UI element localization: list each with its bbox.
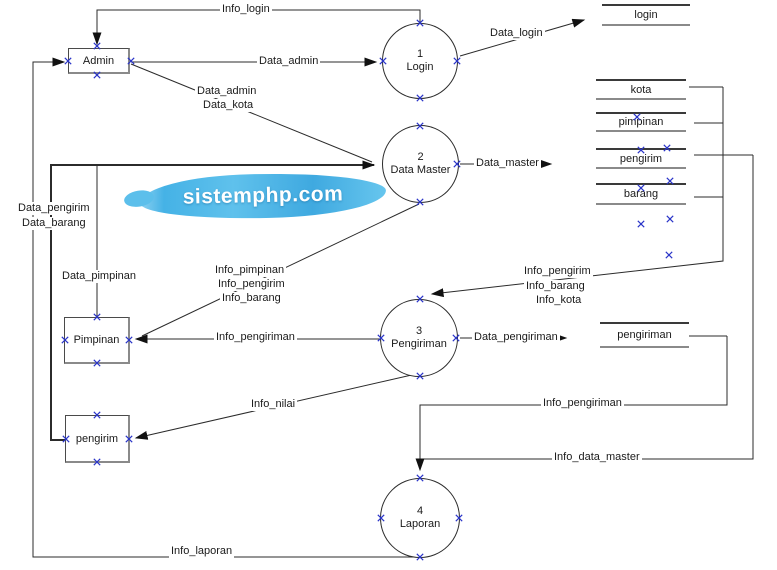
datastore-barang-label: barang (623, 188, 659, 200)
flow-label-info-pengirim-left: Info_pengirim (216, 278, 287, 291)
flow-label-info-laporan: Info_laporan (169, 545, 235, 558)
datastore-pimpinan-label: pimpinan (618, 116, 664, 128)
flow-label-info-barang-right: Info_barang (524, 280, 587, 293)
entity-pengirim[interactable]: pengirim (65, 415, 130, 463)
flow-label-data-login: Data_login (488, 27, 545, 40)
flow-label-info-barang-left: Info_barang (220, 292, 283, 305)
flow-label-info-nilai: Info_nilai (249, 398, 298, 411)
flow-info-data-master-line (421, 155, 754, 460)
process-1-login[interactable]: 1 Login (382, 23, 458, 99)
datastore-pimpinan[interactable]: pimpinan (596, 112, 686, 132)
process-3-number: 3 (415, 325, 423, 337)
flow-label-info-pengiriman-2: Info_pengiriman (541, 397, 624, 410)
watermark-text: sistemphp.com (182, 182, 344, 209)
entity-pimpinan[interactable]: Pimpinan (64, 317, 130, 364)
flow-info-laporan-line (32, 57, 420, 558)
datastore-kota[interactable]: kota (596, 79, 686, 100)
flow-label-data-pimpinan: Data_pimpinan (60, 270, 138, 283)
process-2-data-master[interactable]: 2 Data Master (382, 125, 459, 203)
flow-label-data-kota: Data_kota (201, 99, 256, 112)
process-4-number: 4 (416, 505, 424, 517)
flow-label-data-master: Data_master (474, 157, 541, 170)
flow-label-info-pengirim-right: Info_pengirim (522, 265, 593, 278)
process-1-number: 1 (416, 48, 424, 60)
flow-data-admin-kota-line (130, 63, 373, 163)
process-3-label: Pengiriman (391, 338, 447, 350)
datastore-login-label: login (634, 9, 658, 21)
entity-pengirim-label: pengirim (75, 432, 119, 445)
flow-entity-to-datamaster-line (50, 160, 376, 441)
datastore-pengirim-label: pengirim (619, 152, 663, 165)
entity-admin[interactable]: Admin (68, 48, 130, 74)
flow-label-data-admin-2: Data_admin (195, 85, 259, 98)
datastore-barang[interactable]: barang (596, 183, 686, 205)
process-2-number: 2 (417, 151, 424, 163)
flow-label-info-pengiriman: Info_pengiriman (214, 331, 297, 344)
flow-label-data-barang: Data_barang (20, 217, 88, 230)
flow-label-data-pengiriman: Data_pengiriman (472, 331, 560, 344)
datastore-pengirim[interactable]: pengirim (596, 148, 686, 169)
process-4-laporan[interactable]: 4 Laporan (380, 478, 460, 558)
process-3-pengiriman[interactable]: 3 Pengiriman (380, 299, 458, 377)
flow-label-info-login: Info_login (220, 3, 272, 16)
flow-label-data-admin: Data_admin (257, 55, 321, 68)
entity-admin-label: Admin (82, 54, 115, 67)
datastore-login[interactable]: login (602, 4, 690, 26)
flow-label-data-pengirim: Data_pengirim (16, 202, 92, 215)
process-1-label: Login (406, 61, 434, 73)
flow-label-info-data-master: Info_data_master (552, 451, 642, 464)
datastore-pengiriman[interactable]: pengiriman (600, 322, 689, 348)
process-2-label: Data Master (390, 164, 451, 176)
process-4-label: Laporan (399, 518, 441, 530)
entity-pimpinan-label: Pimpinan (73, 334, 120, 346)
flow-label-info-pimpinan: Info_pimpinan (213, 264, 287, 277)
flow-label-info-kota: Info_kota (534, 294, 584, 307)
datastore-kota-label: kota (630, 83, 652, 96)
datastore-pengiriman-label: pengiriman (617, 329, 672, 341)
